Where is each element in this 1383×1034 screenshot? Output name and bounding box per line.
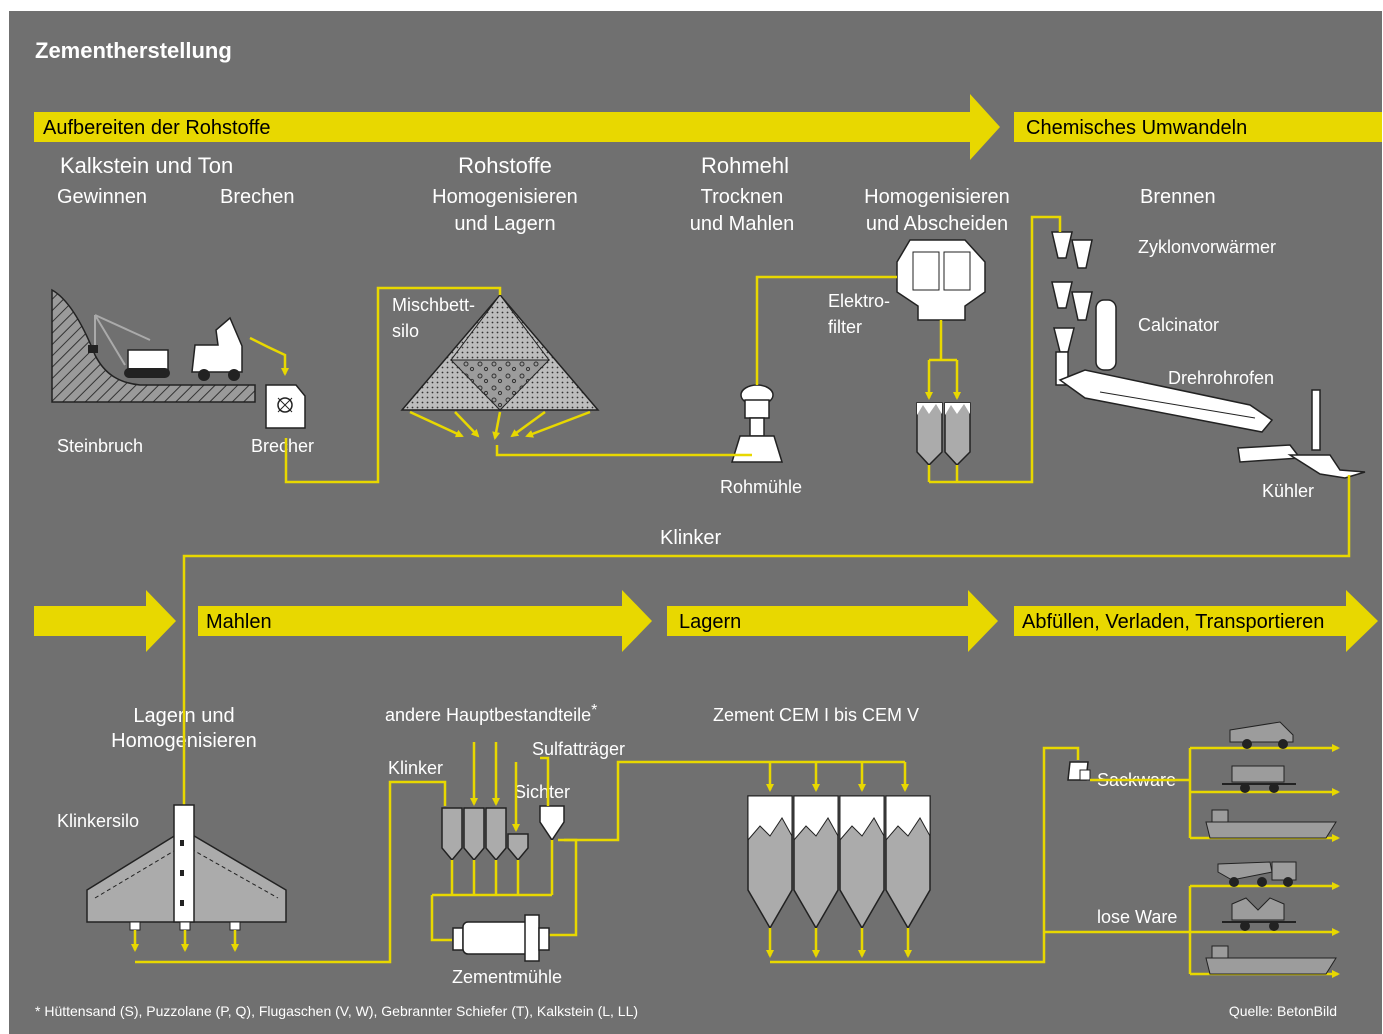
sichter-to-silos [564, 760, 905, 842]
sack-train-icon [1222, 765, 1296, 793]
phase-arrow-mahlen [198, 590, 652, 652]
step-homog-lagern-2: und Lagern [454, 213, 555, 235]
zement-silo-outflow [766, 928, 912, 958]
step-homog-absch-2: und Abscheiden [866, 213, 1008, 235]
label-klinker-in: Klinker [388, 758, 443, 778]
sack-illustration [1067, 761, 1091, 781]
lose-train-icon [1222, 897, 1296, 931]
flow-line-brecher [249, 336, 289, 376]
klinkersilo-illustration [86, 804, 287, 931]
phase-abfuellen-label: Abfüllen, Verladen, Transportieren [1022, 611, 1324, 633]
step-trocknen-1: Trocknen [701, 186, 784, 208]
feeder-to-mill [430, 895, 452, 942]
label-zementmuehle: Zementmühle [452, 967, 562, 987]
rohmuehle-illustration [730, 384, 784, 463]
label-sichter: Sichter [514, 782, 570, 802]
phase-lagern-label: Lagern [679, 611, 741, 633]
kiln-illustration [1051, 231, 1366, 479]
phase-mahlen-label: Mahlen [206, 611, 272, 633]
step-zement: Zement CEM I bis CEM V [713, 705, 919, 725]
flow-line-to-zyklon [929, 215, 1062, 484]
flow-line-klinker-to-mill [135, 780, 447, 964]
phase-arrow-lagern [667, 590, 998, 652]
label-lose-ware: lose Ware [1097, 907, 1177, 927]
phase-arrow-aufbereiten [34, 94, 1000, 160]
step-gewinnen: Gewinnen [57, 186, 147, 208]
andere-star: * [591, 702, 597, 719]
flow-line-rohmuehle-filter [755, 275, 897, 385]
label-elektro-2: filter [828, 317, 862, 337]
flow-line-klinker [182, 475, 1351, 805]
diagram-title: Zementherstellung [35, 38, 232, 63]
flow-line-to-rohmuehle [495, 445, 752, 457]
phase-arrow-abfuellen [1014, 590, 1378, 652]
phase-bar-chemisch [1014, 112, 1382, 142]
lose-ship-icon [1205, 945, 1337, 975]
phase-chemisch-label: Chemisches Umwandeln [1026, 117, 1247, 139]
step-kalkstein: Kalkstein und Ton [60, 153, 233, 178]
label-steinbruch: Steinbruch [57, 436, 143, 456]
footnote: * Hüttensand (S), Puzzolane (P, Q), Flug… [35, 1003, 638, 1019]
step-homog-lagern-1: Homogenisieren [432, 186, 578, 208]
silo-to-verladung [770, 746, 1080, 964]
label-mischbett-1: Mischbett- [392, 295, 475, 315]
step-rohstoffe: Rohstoffe [458, 153, 552, 178]
step-brennen: Brennen [1140, 186, 1216, 208]
mischbett-outflow [409, 410, 591, 440]
step-brechen: Brechen [220, 186, 295, 208]
mischbett-silo-illustration [400, 293, 600, 411]
label-brecher: Brecher [251, 436, 314, 456]
elektrofilter-illustration [896, 239, 986, 321]
label-drehrohrofen: Drehrohrofen [1168, 368, 1274, 388]
sulfat-line [540, 756, 550, 806]
phase-aufbereiten-label: Aufbereiten der Rohstoffe [43, 117, 271, 139]
step-trocknen-2: und Mahlen [690, 213, 795, 235]
step-rohmehl: Rohmehl [701, 153, 789, 178]
label-elektro-1: Elektro- [828, 291, 890, 311]
homog-silos-illustration [916, 402, 971, 467]
label-sulfat: Sulfatträger [532, 739, 625, 759]
zement-silo-inflow [766, 762, 909, 792]
feeder-outflow-lines [450, 840, 554, 895]
label-mischbett-2: silo [392, 321, 419, 341]
phase-arrow-start [34, 590, 176, 652]
source-credit: Quelle: BetonBild [1229, 1003, 1337, 1019]
quarry-illustration [51, 288, 256, 403]
label-klinkersilo: Klinkersilo [57, 811, 139, 831]
zementmuehle-illustration [452, 914, 550, 962]
andere-text: andere Hauptbestandteile [385, 705, 591, 725]
flow-line-to-mischbett [284, 286, 502, 484]
zement-silos-illustration [747, 795, 931, 930]
label-klinker-flow: Klinker [660, 527, 721, 549]
sack-truck-icon [1229, 721, 1294, 749]
label-rohmuehle: Rohmühle [720, 477, 802, 497]
lose-truck-icon [1217, 861, 1297, 887]
sack-ship-icon [1205, 809, 1337, 839]
feeder-silos-illustration [441, 805, 565, 862]
step-homog-absch-1: Homogenisieren [864, 186, 1010, 208]
label-kuehler: Kühler [1262, 481, 1314, 501]
label-calcinator: Calcinator [1138, 315, 1219, 335]
label-zyklon: Zyklonvorwärmer [1138, 237, 1276, 257]
brecher-illustration [265, 384, 306, 429]
step-andere: andere Hauptbestandteile* [385, 702, 597, 725]
